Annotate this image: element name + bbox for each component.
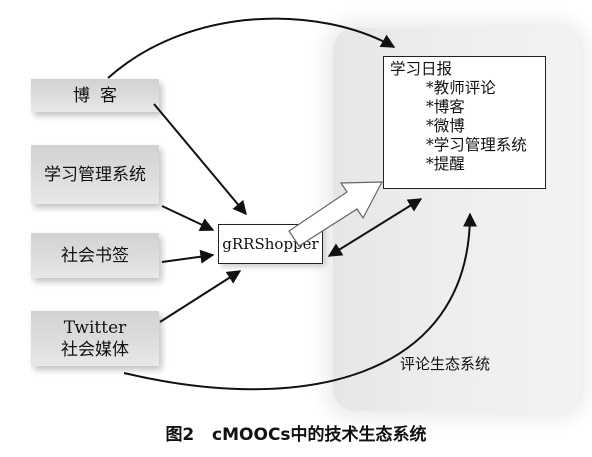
daily-report-title: 学习日报 xyxy=(390,60,453,78)
source-lms-label: 学习管理系统 xyxy=(44,164,146,185)
figure-title: cMOOCs中的技术生态系统 xyxy=(212,425,427,445)
daily-report-item: *博客 xyxy=(426,98,465,116)
block-arrow-hub-to-report xyxy=(288,181,384,247)
figure-number: 图2 xyxy=(165,425,195,445)
arrow-twitter-to-report xyxy=(123,212,477,391)
daily-report-item: *微博 xyxy=(426,117,465,135)
source-twitter: Twitter 社会媒体 xyxy=(31,311,159,366)
arrow-blog-to-report xyxy=(107,17,396,79)
source-blog: 博客 xyxy=(31,79,159,112)
arrow-blog-to-hub xyxy=(153,103,247,216)
daily-report-list: *教师评论 *博客 *微博 *学习管理系统 *提醒 xyxy=(390,79,545,174)
daily-report-item: *提醒 xyxy=(426,155,465,173)
source-twitter-label-line2: 社会媒体 xyxy=(61,339,129,360)
daily-report-item: *学习管理系统 xyxy=(426,136,527,154)
source-social-bookmarks-label: 社会书签 xyxy=(61,245,129,266)
arrow-twitter-to-hub xyxy=(159,270,242,323)
source-twitter-label-line1: Twitter xyxy=(63,317,127,338)
source-blog-label: 博客 xyxy=(73,85,127,106)
arrow-hub-report-bidirectional xyxy=(327,198,423,257)
ecosystem-label: 评论生态系统 xyxy=(400,355,491,373)
source-lms: 学习管理系统 xyxy=(31,145,159,204)
daily-report-box: 学习日报 *教师评论 *博客 *微博 *学习管理系统 *提醒 xyxy=(383,56,546,189)
figure-caption: 图2 cMOOCs中的技术生态系统 xyxy=(0,420,592,445)
arrow-lms-to-hub xyxy=(161,205,215,231)
source-social-bookmarks: 社会书签 xyxy=(31,233,159,278)
arrow-bookmarks-to-hub xyxy=(161,249,215,264)
daily-report-item: *教师评论 xyxy=(426,79,496,97)
